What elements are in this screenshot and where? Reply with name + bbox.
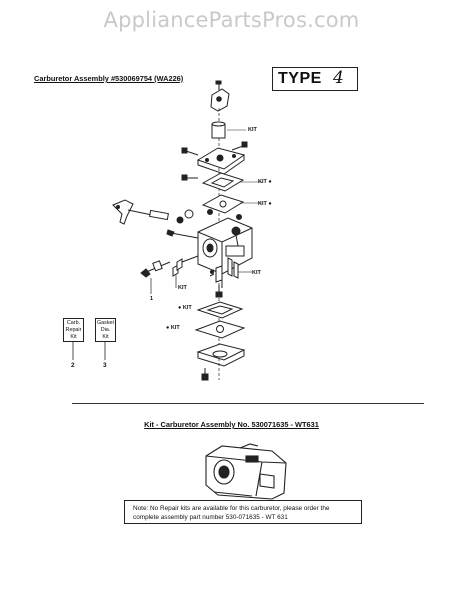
lever-arm-part	[112, 199, 134, 225]
kit-ref-number-3: 3	[103, 362, 107, 369]
callout-kit-spring: KIT	[178, 285, 187, 291]
cover-screw-left	[181, 147, 199, 156]
carburetor-assembly-illustration	[205, 443, 287, 500]
pin-part	[207, 209, 213, 215]
note-line-2: complete assembly part number 530-071635…	[133, 514, 288, 521]
adjust-screw-upper	[166, 229, 199, 239]
callout-kit-gasket: KIT ●	[258, 179, 272, 185]
carburetor-body-part	[197, 217, 253, 275]
section-title-kit-carburetor: Kit - Carburetor Assembly No. 530071635 …	[144, 420, 319, 429]
kit-box-line: Gasket	[96, 320, 115, 326]
adjust-screw-lower	[140, 260, 171, 278]
carb-repair-kit-box: Carb. Repair Kit	[63, 318, 84, 342]
top-cap-part	[210, 80, 230, 112]
kit-box-line: Repair	[65, 327, 82, 333]
adjust-spring	[172, 255, 199, 277]
metering-parts	[209, 257, 239, 288]
watermark: AppliancePartsPros.com	[103, 8, 360, 32]
note-box: Note: No Repair kits are available for t…	[124, 500, 362, 524]
bottom-cover-part	[196, 343, 246, 367]
callout-kit-lower-gasket: ● KIT	[178, 305, 192, 311]
lower-gasket-part	[196, 301, 244, 319]
cover-screw-right	[231, 141, 248, 151]
kit-box-line: Carb.	[66, 320, 81, 326]
spring-part	[176, 216, 184, 224]
washer-part	[184, 209, 194, 219]
type-value: 4	[333, 68, 344, 88]
metering-screw	[215, 285, 223, 298]
kit-box-line: Kit	[102, 334, 109, 340]
diaphragm-part	[201, 194, 245, 214]
section-divider	[72, 403, 424, 404]
kit-box-line: Kit	[70, 334, 77, 340]
throttle-shaft-part	[127, 209, 169, 221]
callout-kit-plunger: KIT	[248, 127, 257, 133]
type-label: TYPE	[278, 70, 322, 87]
type-box: TYPE 4	[272, 67, 358, 91]
callout-kit-metering-diaphragm: ● KIT	[166, 325, 180, 331]
bottom-screw	[201, 368, 209, 381]
plunger-part	[211, 121, 226, 139]
gasket-dia-kit-box: Gasket Dia. Kit	[95, 318, 116, 342]
kit-ref-number-2: 2	[71, 362, 75, 369]
section-title-carburetor-assembly: Carburetor Assembly #530069754 (WA226)	[34, 74, 184, 83]
screw-left	[181, 174, 198, 181]
callout-kit-metering: KIT	[252, 270, 261, 276]
callout-kit-diaphragm: KIT ●	[258, 201, 272, 207]
gasket-part	[201, 172, 245, 192]
metering-diaphragm-part	[194, 320, 246, 339]
part-ref-1: 1	[150, 296, 154, 302]
kit-box-line: Dia.	[100, 327, 111, 333]
note-line-1: Note: No Repair kits are available for t…	[133, 505, 330, 512]
pump-cover-part	[196, 147, 246, 175]
